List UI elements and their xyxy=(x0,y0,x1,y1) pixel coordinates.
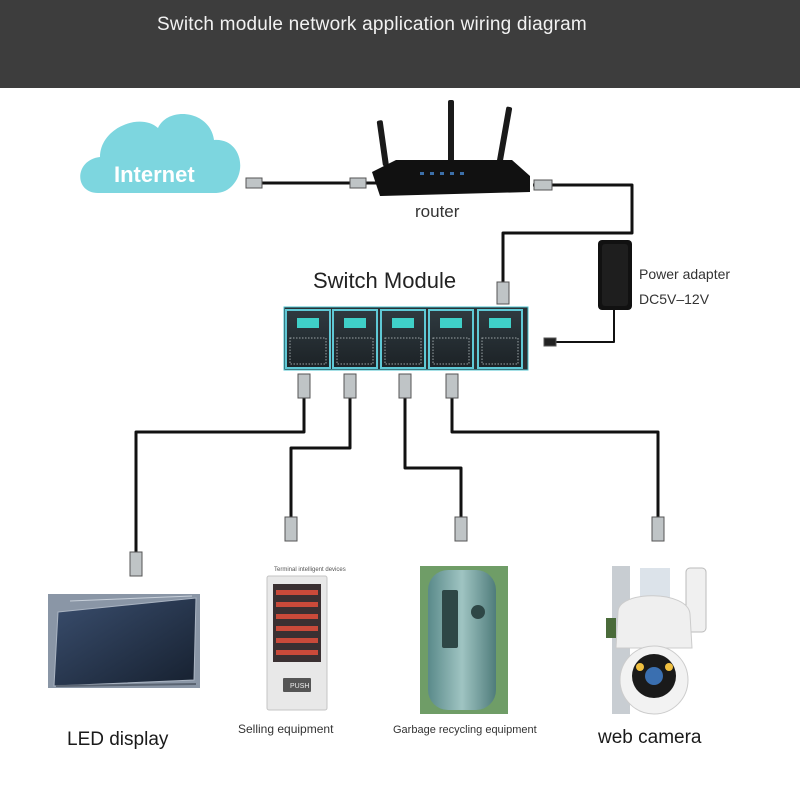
web-camera-label: web camera xyxy=(598,727,702,748)
power-adapter-icon xyxy=(598,240,632,310)
switch-port-1 xyxy=(285,309,331,369)
switch-module-label: Switch Module xyxy=(313,268,457,293)
cable-router-switch xyxy=(501,183,634,288)
router-icon xyxy=(372,100,530,196)
connector-camera xyxy=(651,516,665,542)
connector-cloud xyxy=(245,177,263,189)
cable-port3-garbage xyxy=(403,398,463,525)
power-voltage-label: DC5V–12V xyxy=(639,291,710,307)
switch-ports xyxy=(285,309,523,369)
switch-port-3 xyxy=(380,309,426,369)
router-label: router xyxy=(415,202,460,221)
header-bar: Switch module network application wiring… xyxy=(0,0,800,88)
connector-port4 xyxy=(445,373,459,399)
switch-module-icon xyxy=(283,306,529,371)
cloud-icon xyxy=(80,114,241,193)
connector-port3 xyxy=(398,373,412,399)
connector-selling xyxy=(284,516,298,542)
switch-port-2 xyxy=(332,309,378,369)
cables xyxy=(134,181,660,560)
connector-port1 xyxy=(297,373,311,399)
connector-switch-top xyxy=(496,281,510,305)
connector-power xyxy=(543,337,557,347)
cable-power xyxy=(556,310,615,343)
connector-garbage xyxy=(454,516,468,542)
led-display-icon xyxy=(48,594,200,688)
connectors xyxy=(129,177,665,577)
push-label: PUSH xyxy=(290,683,309,690)
header-title: Switch module network application wiring… xyxy=(157,14,587,35)
vending-machine-icon: PUSH xyxy=(266,575,328,711)
led-display-label: LED display xyxy=(67,729,169,750)
connector-router-right xyxy=(533,179,553,191)
cable-port2-selling xyxy=(289,398,352,525)
switch-port-5 xyxy=(477,309,523,369)
power-adapter-label: Power adapter xyxy=(639,266,731,282)
web-camera-icon xyxy=(606,566,707,715)
terminal-devices-label: Terminal intelligent devices xyxy=(274,567,346,573)
cable-port1-led xyxy=(134,398,306,560)
garbage-bin-icon xyxy=(420,566,508,714)
selling-equipment-label: Selling equipment xyxy=(238,722,334,736)
internet-label: Internet xyxy=(114,162,195,187)
garbage-recycling-label: Garbage recycling equipment xyxy=(393,724,537,736)
connector-port2 xyxy=(343,373,357,399)
connector-led xyxy=(129,551,143,577)
connector-router-left xyxy=(349,177,367,189)
cable-port4-camera xyxy=(450,398,660,525)
switch-port-4 xyxy=(428,309,474,369)
